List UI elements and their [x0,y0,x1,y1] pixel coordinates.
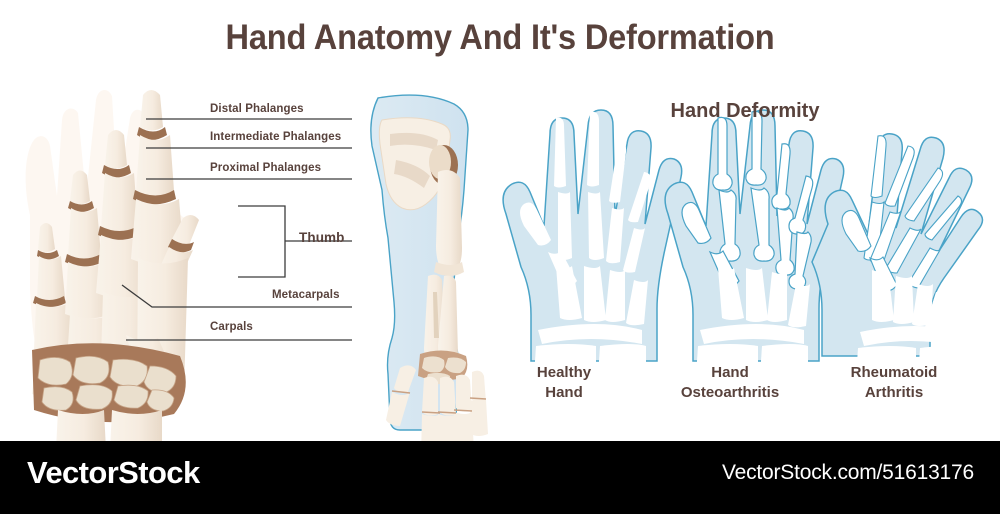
finger-ring [65,170,111,319]
label-metacarpals: Metacarpals [272,289,340,301]
arm-skeleton-diagram [370,94,488,460]
page-title: Hand Anatomy And It's Deformation [225,18,775,57]
caption-line-1: Hand [711,364,749,381]
label-distal-phalanges: Distal Phalanges [210,103,304,115]
oa-hand-palm-bones [696,268,810,378]
thumb-bracket [238,205,286,278]
caption-rheumatoid-arthritis: Rheumatoid Arthritis [804,363,984,404]
skeletal-hand-diagram [25,90,199,454]
finger-little [33,223,74,353]
caption-line-2: Osteoarthritis [680,384,780,402]
rheumatoid-hand-figure [811,133,984,380]
caption-line-2: Arthritis [864,384,924,402]
vectorstock-logo: VectorStock [27,455,200,490]
label-intermediate-phalanges: Intermediate Phalanges [210,131,342,143]
ra-hand-bones [841,135,963,292]
healthy-hand-bones [520,111,651,378]
ra-hand-palm-bones [856,270,964,380]
vectorstock-url: VectorStock.com/51613176 [721,461,974,484]
caption-line-1: Healthy [536,364,592,381]
caption-osteoarthritis: Hand Osteoarthritis [640,363,820,404]
caption-line-2: Hand [545,384,583,402]
label-carpals: Carpals [210,321,253,333]
humerus [436,170,462,270]
healthy-hand-figure [502,109,683,378]
osteoarthritis-hand-figure [664,109,845,378]
ulna [438,275,458,366]
watermark-bar [0,441,1000,514]
leader-metacarpals [121,284,352,308]
caption-line-1: Rheumatoid [850,364,938,381]
caption-healthy-hand: Healthy Hand [474,363,654,404]
carpal-bones [32,343,186,423]
label-proximal-phalanges: Proximal Phalanges [210,162,322,174]
label-thumb: Thumb [299,230,345,245]
hand-deformity-heading: Hand Deformity [670,100,820,122]
leader-lines [121,118,352,341]
